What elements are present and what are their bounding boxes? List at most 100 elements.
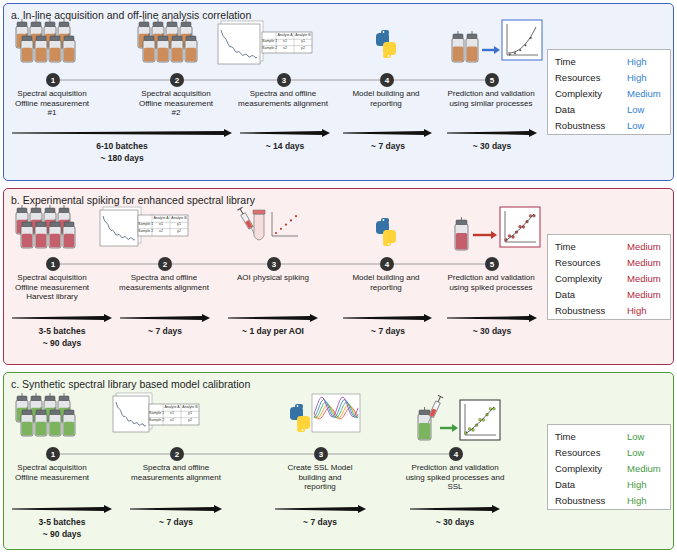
icon-part (388, 243, 390, 245)
duration-label: ~ 7 days (270, 517, 370, 527)
icon-part (31, 22, 41, 27)
table-cell: y2 (170, 229, 188, 234)
rating-value: High (627, 304, 673, 317)
rating-criterion: Resources (555, 446, 627, 459)
step-number: 4 (449, 447, 463, 461)
icon-part (55, 407, 56, 410)
icon-part (157, 40, 169, 62)
bioreactor-icon (35, 219, 47, 248)
icon-part (22, 19, 23, 22)
step-number-text: 2 (163, 260, 167, 269)
rating-criterion: Complexity (555, 272, 627, 285)
icon-part (502, 20, 542, 60)
icon-part (36, 36, 46, 41)
icon-part (116, 402, 146, 426)
duration-label: 6-10 batches (72, 141, 172, 151)
table-cell: Sample 2 (262, 46, 276, 51)
icon-part (500, 207, 540, 247)
bioreactor-icon (143, 33, 155, 62)
icon-part (64, 422, 74, 436)
duration-label: ~ 90 days (12, 338, 112, 348)
bioreactor-icon (171, 33, 183, 62)
step-label: Prediction and validation using similar … (441, 89, 541, 108)
icon-part (466, 407, 494, 433)
duration-label: ~ 7 days (338, 326, 438, 336)
bioreactor-icon (452, 31, 464, 62)
icon-part (63, 226, 75, 248)
icon-part (419, 410, 430, 415)
table-cell: Analyte A (163, 405, 181, 410)
icon-part (50, 393, 51, 396)
bioreactor-icon (21, 219, 33, 248)
icon-part (59, 396, 69, 401)
icon-part (452, 38, 464, 62)
rating-value: High (627, 478, 673, 491)
step-number: 1 (46, 447, 60, 461)
icon-part (163, 33, 164, 36)
icon-part (460, 400, 500, 440)
icon-part (17, 208, 27, 213)
icon-part (64, 19, 65, 22)
step-label: Prediction and validation using spiked p… (441, 273, 541, 292)
rating-value: Medium (627, 256, 673, 269)
icon-part (172, 48, 182, 62)
icon-part (144, 36, 154, 41)
icon-part (22, 48, 32, 62)
step-connector (60, 264, 158, 265)
icon-part (36, 205, 37, 208)
step-number: 1 (46, 73, 60, 87)
icon-part (35, 414, 47, 436)
icon-part (418, 414, 431, 440)
tube-icon (253, 210, 265, 240)
icon-part (381, 30, 389, 35)
bioreactor-icon (49, 407, 61, 436)
icon-part (17, 22, 27, 27)
icon-part (64, 410, 74, 415)
prediction-chart-icon (460, 400, 500, 440)
data-table-icon (138, 215, 188, 236)
bioreactor-icon (63, 219, 75, 248)
step-number-text: 4 (385, 260, 389, 269)
icon-part (221, 30, 257, 58)
icon-part (144, 19, 145, 22)
table-cell: Sample 2 (149, 418, 163, 423)
icon-part (63, 414, 75, 436)
icon-part (31, 208, 41, 213)
icon-part (383, 241, 391, 246)
step-number-text: 3 (272, 260, 276, 269)
icon-part (171, 40, 183, 62)
step-number: 2 (170, 447, 184, 461)
table-cell: x1 (276, 39, 294, 44)
bioreactor-icon (455, 217, 468, 250)
duration-label: ~ 1 day per AOI (223, 326, 323, 336)
icon-part (505, 211, 536, 242)
icon-part (139, 22, 149, 27)
icon-part (21, 226, 33, 248)
icon-part (290, 219, 292, 221)
table-cell: x2 (276, 46, 294, 51)
icon-part (262, 32, 312, 53)
icon-part (64, 48, 74, 62)
rating-criterion: Data (555, 288, 627, 301)
step-connector (281, 264, 380, 265)
rating-value: Medium (627, 288, 673, 301)
step-number-text: 4 (454, 450, 458, 459)
table-cell: Sample 1 (262, 39, 276, 44)
icon-part (466, 38, 478, 62)
icon-part (456, 233, 467, 249)
icon-part (506, 214, 534, 240)
table-cell: y1 (181, 411, 199, 416)
icon-part (149, 404, 199, 425)
icon-part (218, 24, 260, 64)
rating-value: High (627, 55, 673, 68)
icon-part (467, 34, 477, 39)
step-label: Create SSL Model building and reporting (283, 463, 358, 492)
rating-criterion: Robustness (555, 119, 627, 132)
step-connector (328, 454, 449, 455)
icon-part (64, 393, 65, 396)
icon-part (64, 36, 74, 41)
icon-part (482, 49, 495, 51)
icon-part (461, 217, 462, 220)
icon-part (50, 422, 60, 436)
icon-part (280, 228, 282, 230)
